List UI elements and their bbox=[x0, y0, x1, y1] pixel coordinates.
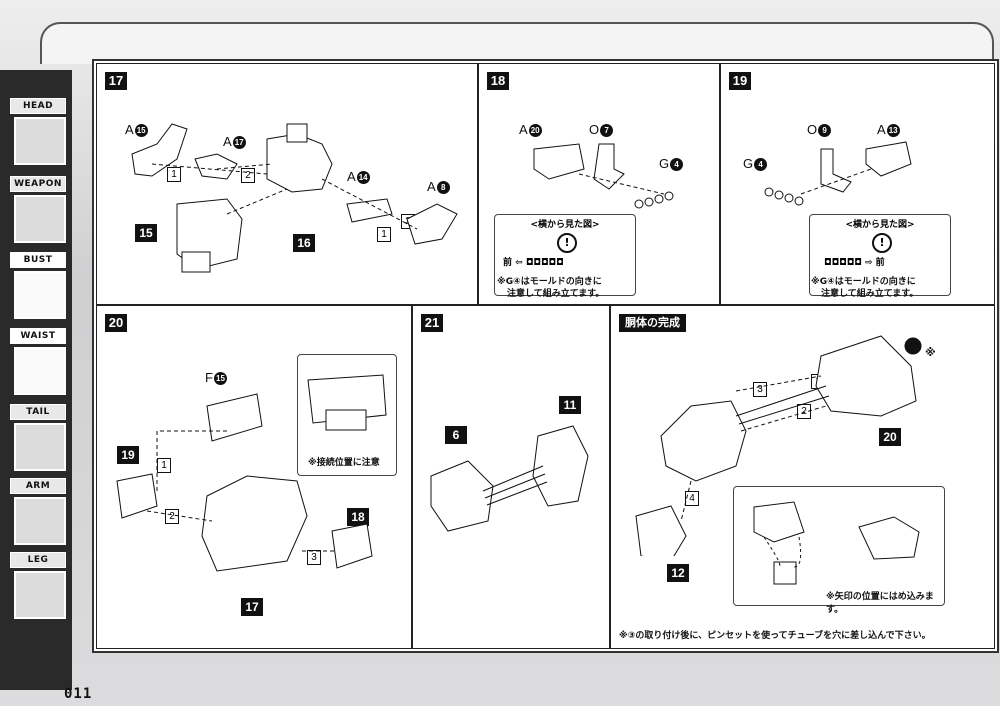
part-callout: 15 bbox=[135, 224, 157, 242]
arm-part-icon bbox=[14, 497, 66, 545]
bust-part-icon bbox=[14, 271, 66, 319]
part-callout: 20 bbox=[879, 428, 901, 446]
insertion-detail-drawing bbox=[753, 501, 920, 585]
sidebar-tab-bust[interactable]: BUST bbox=[6, 252, 66, 319]
sequence-number: 1 bbox=[377, 227, 391, 242]
connection-position-inset: ※接続位置に注意 bbox=[297, 354, 397, 476]
inset-title: <横から見た図> bbox=[845, 220, 915, 230]
part-callout: 6 bbox=[445, 426, 467, 444]
waist-part-icon bbox=[14, 347, 66, 395]
connection-note: ※接続位置に注意 bbox=[308, 458, 380, 468]
assembly-note: 注意して組み立てます。 bbox=[821, 289, 919, 299]
step-number: 17 bbox=[105, 72, 127, 90]
torso-complete-panel: 胴体の完成 ※ 20 12 3 1 2 4 ※矢印の位置にはめ込みます。 bbox=[610, 305, 995, 649]
chain-orientation-row: ◘◘◘◘◘ ⇨ 前 bbox=[824, 258, 885, 268]
sequence-number: 1 bbox=[157, 458, 171, 473]
step-18-parts-drawing bbox=[533, 143, 674, 209]
assembly-note: ※G④はモールドの向きに bbox=[497, 277, 602, 287]
step-number: 18 bbox=[487, 72, 509, 90]
part-callout: 18 bbox=[347, 508, 369, 526]
step-17-parts-drawing bbox=[131, 123, 458, 273]
tail-part-icon bbox=[14, 423, 66, 471]
sidebar-tab-label: TAIL bbox=[10, 404, 66, 420]
frame-top-border bbox=[40, 22, 994, 64]
sidebar-tab-tail[interactable]: TAIL bbox=[6, 404, 66, 471]
page-number: 011 bbox=[64, 686, 93, 702]
part-callout: 11 bbox=[559, 396, 581, 414]
sidebar-tab-label: ARM bbox=[10, 478, 66, 494]
part-callout: 16 bbox=[293, 234, 315, 252]
step-number: 21 bbox=[421, 314, 443, 332]
asterisk-mark: ※ bbox=[925, 346, 936, 359]
inset-title: <横から見た図> bbox=[530, 220, 600, 230]
torso-assembly-drawing bbox=[635, 335, 922, 556]
sidebar-tab-label: WEAPON bbox=[10, 176, 66, 192]
sequence-number: 1 bbox=[167, 167, 181, 182]
insertion-note: ※矢印の位置にはめ込みます。 bbox=[826, 592, 934, 615]
part-callout: 19 bbox=[117, 446, 139, 464]
assembly-note: 注意して組み立てます。 bbox=[507, 289, 605, 299]
sidebar-tab-label: BUST bbox=[10, 252, 66, 268]
sidebar-tab-head[interactable]: HEAD bbox=[6, 98, 66, 165]
insertion-position-inset: ※矢印の位置にはめ込みます。 bbox=[733, 486, 945, 615]
side-view-inset: <横から見た図> ! ◘◘◘◘◘ ⇨ 前 bbox=[809, 214, 951, 296]
side-view-inset: <横から見た図> ! 前 ⇦ ◘◘◘◘◘ bbox=[494, 214, 636, 296]
sidebar-tab-weapon[interactable]: WEAPON bbox=[6, 176, 66, 243]
weapon-part-icon bbox=[14, 195, 66, 243]
sequence-number: 3 bbox=[307, 550, 321, 565]
sidebar-tab-waist[interactable]: WAIST bbox=[6, 328, 66, 395]
tube-insertion-note: ※③の取り付け後に、ピンセットを使ってチューブを穴に差し込んで下さい。 bbox=[619, 631, 931, 641]
chain-orientation-row: 前 ⇦ ◘◘◘◘◘ bbox=[503, 258, 564, 268]
part-section-sidebar: HEAD WEAPON BUST WAIST TAIL ARM LEG bbox=[0, 70, 72, 690]
sidebar-tab-label: WAIST bbox=[10, 328, 66, 344]
caution-icon: ! bbox=[557, 233, 577, 253]
sequence-number: 4 bbox=[685, 491, 699, 506]
head-part-icon bbox=[14, 117, 66, 165]
part-callout: 17 bbox=[241, 598, 263, 616]
step-21-panel: 21 6 11 bbox=[412, 305, 610, 649]
step-19-parts-drawing bbox=[764, 141, 912, 206]
assembly-note: ※G④はモールドの向きに bbox=[811, 277, 916, 287]
step-number: 20 bbox=[105, 314, 127, 332]
step-17-panel: 17 A15 A17 A14 A8 1 2 2 1 15 16 bbox=[96, 63, 478, 305]
sequence-number: 2 bbox=[797, 404, 811, 419]
step-number: 19 bbox=[729, 72, 751, 90]
sidebar-tab-label: HEAD bbox=[10, 98, 66, 114]
step-21-parts-drawing bbox=[430, 425, 589, 532]
sequence-number: 2 bbox=[165, 509, 179, 524]
connection-detail-drawing bbox=[307, 374, 387, 431]
part-callout: 12 bbox=[667, 564, 689, 582]
sequence-number: 3 bbox=[753, 382, 767, 397]
step-20-parts-drawing bbox=[116, 393, 373, 572]
section-title: 胴体の完成 bbox=[619, 314, 686, 332]
caution-icon: ! bbox=[872, 233, 892, 253]
leg-part-icon bbox=[14, 571, 66, 619]
sidebar-tab-label: LEG bbox=[10, 552, 66, 568]
sidebar-tab-arm[interactable]: ARM bbox=[6, 478, 66, 545]
sidebar-tab-leg[interactable]: LEG bbox=[6, 552, 66, 619]
